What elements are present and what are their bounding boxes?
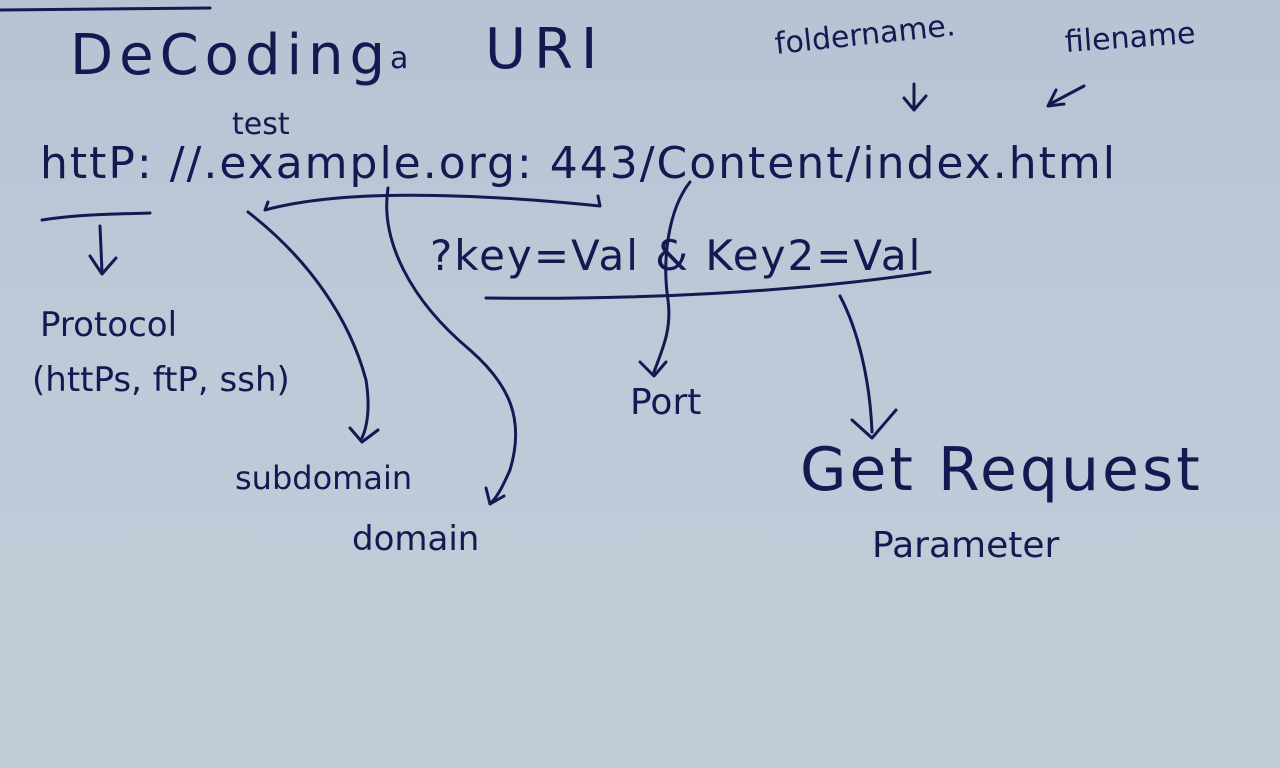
protocol-arrowhead-icon (88, 254, 118, 276)
protocol-arrow-shaft (98, 224, 104, 274)
label-get-request: Get Request (800, 435, 1203, 505)
label-test: test (232, 107, 290, 142)
title-uri: URI (485, 17, 606, 82)
label-subdomain: subdomain (235, 459, 413, 497)
get-request-arrowhead-icon (850, 408, 898, 440)
subdomain-arrowhead-icon (348, 426, 380, 444)
label-protocol-options: (httPs, ftP, ssh) (32, 360, 290, 400)
subdomain-arrow-shaft (246, 210, 370, 440)
board-top-edge (0, 6, 212, 12)
port-arrowhead-icon (638, 360, 668, 378)
label-domain: domain (352, 519, 480, 559)
filename-arrowhead-icon (1046, 88, 1066, 108)
label-port: Port (630, 382, 702, 423)
get-request-arrow-shaft (838, 294, 874, 434)
protocol-underline (40, 211, 152, 222)
title-article: a (390, 41, 409, 76)
query-string: ?key=Val & Key2=Val (430, 231, 923, 280)
title-decoding: DeCoding (70, 23, 392, 88)
label-parameter: Parameter (872, 525, 1060, 566)
domain-bracket (263, 193, 602, 212)
url-line: httP: //.example.org: 443/Content/index.… (40, 138, 1117, 189)
label-foldername: foldername. (773, 8, 957, 62)
label-filename: filename (1063, 15, 1197, 60)
filename-arrow-shaft (1048, 84, 1086, 106)
label-protocol: Protocol (40, 305, 178, 345)
foldername-arrowhead-icon (902, 94, 928, 112)
domain-arrowhead-icon (484, 486, 506, 506)
